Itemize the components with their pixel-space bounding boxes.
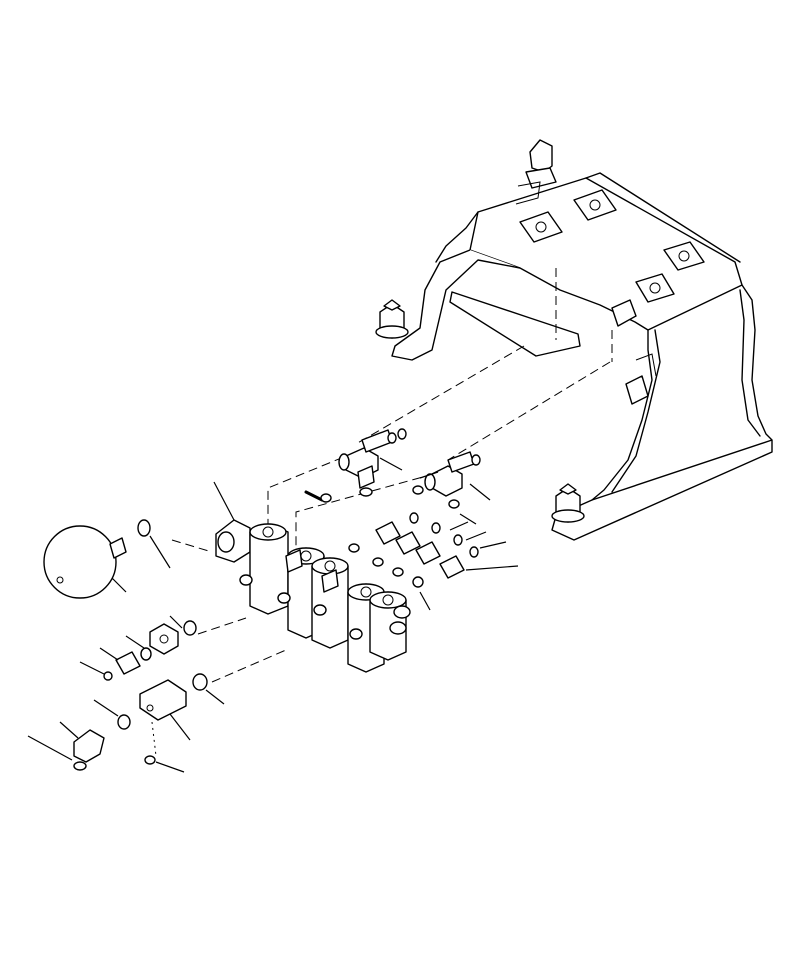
adaptor xyxy=(395,531,421,555)
hex-fitting xyxy=(149,623,179,655)
bracket-clip xyxy=(611,299,657,405)
valve-section xyxy=(249,523,289,615)
swivel-block xyxy=(139,679,187,721)
valve-section xyxy=(311,557,349,649)
tee-fitting xyxy=(338,429,393,489)
pad xyxy=(663,241,705,271)
valve-block xyxy=(215,519,411,673)
adaptor xyxy=(415,541,441,565)
assembly-lines xyxy=(151,345,611,757)
mounting-bolt xyxy=(551,483,585,523)
nipple-fitting xyxy=(115,651,141,675)
pad xyxy=(635,273,675,303)
mounting-bracket xyxy=(375,139,773,541)
adaptor xyxy=(439,555,465,579)
o-ring xyxy=(137,519,151,537)
pad xyxy=(519,211,563,243)
fittings-and-seals xyxy=(73,428,481,771)
accumulator xyxy=(43,519,151,599)
adaptor xyxy=(375,521,401,545)
elbow-fitting xyxy=(73,729,105,771)
leader-lines xyxy=(27,457,519,773)
clamp xyxy=(515,139,557,205)
pad xyxy=(573,189,617,221)
tee-fitting xyxy=(424,451,475,497)
mounting-bolt xyxy=(375,299,409,339)
